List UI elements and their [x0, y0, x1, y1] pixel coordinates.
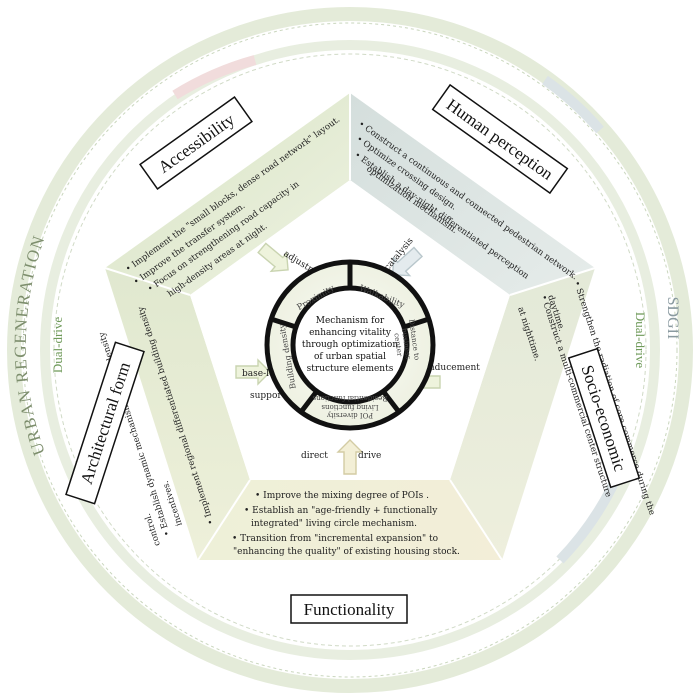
- seg-residential-1: Residential functions: [312, 394, 387, 402]
- title-accessibility-text: Accessibility: [155, 110, 239, 177]
- center-line-4: of urban spatial: [314, 352, 386, 362]
- func-bullet-5: "enhancing the quality" of existing hous…: [233, 547, 460, 557]
- title-functionality-text: Functionality: [304, 600, 395, 619]
- label-direct: direct: [301, 451, 328, 461]
- dual-drive-right: Dual-drive: [633, 312, 648, 369]
- label-base-level: base-level: [242, 369, 288, 379]
- arrow-drive: [336, 439, 364, 475]
- ring-accent-blue: [542, 75, 604, 134]
- band-architectural-form: [105, 268, 250, 560]
- center-wheel: Proximity Walkability Distance to busine…: [264, 259, 436, 431]
- label-inducement: inducement: [426, 363, 480, 373]
- band-accessibility: [105, 93, 350, 295]
- arrow-adjustment: [257, 242, 289, 273]
- arrow-support: [235, 358, 271, 386]
- center-line-3: through optimization: [302, 340, 398, 350]
- functionality-bullets: • Improve the mixing degree of POIs . • …: [232, 491, 460, 557]
- middle-ring: [40, 40, 660, 660]
- band-functionality: [198, 480, 502, 560]
- title-functionality: Functionality: [290, 594, 408, 624]
- arrow-catalysis: [391, 246, 424, 277]
- center-dividers: [270, 262, 430, 414]
- ring-accent-pink: [172, 55, 257, 100]
- sdg-label: SDGII: [664, 297, 681, 340]
- band-separators: [104, 93, 596, 561]
- func-bullet-3: integrated" living circle mechanism.: [251, 519, 417, 529]
- seg-residential-2: Living functions: [321, 403, 379, 411]
- func-bullet-4: • Transition from "incremental expansion…: [232, 534, 438, 544]
- seg-distance-2: business: [400, 327, 413, 360]
- band-socio-economic: [450, 268, 595, 560]
- label-drive: drive: [358, 451, 381, 461]
- center-text: Mechanism for enhancing vitality through…: [302, 316, 398, 374]
- func-bullet-1: • Improve the mixing degree of POIs .: [255, 491, 429, 501]
- outer-ring-dash: [22, 22, 678, 678]
- seg-residential-3: POI diversity: [327, 411, 373, 419]
- band-human-perception: [350, 93, 595, 295]
- center-line-5: structure elements: [307, 364, 394, 374]
- outer-ring: [7, 7, 693, 693]
- seg-distance-3: center: [392, 332, 404, 357]
- center-line-1: Mechanism for: [316, 316, 385, 326]
- center-line-2: enhancing vitality: [309, 328, 392, 338]
- dual-drive-left: Dual-drive: [50, 317, 65, 374]
- label-support: support: [250, 391, 286, 401]
- middle-ring-dash: [53, 53, 647, 647]
- func-bullet-2: • Establish an "age-friendly + functiona…: [244, 506, 438, 516]
